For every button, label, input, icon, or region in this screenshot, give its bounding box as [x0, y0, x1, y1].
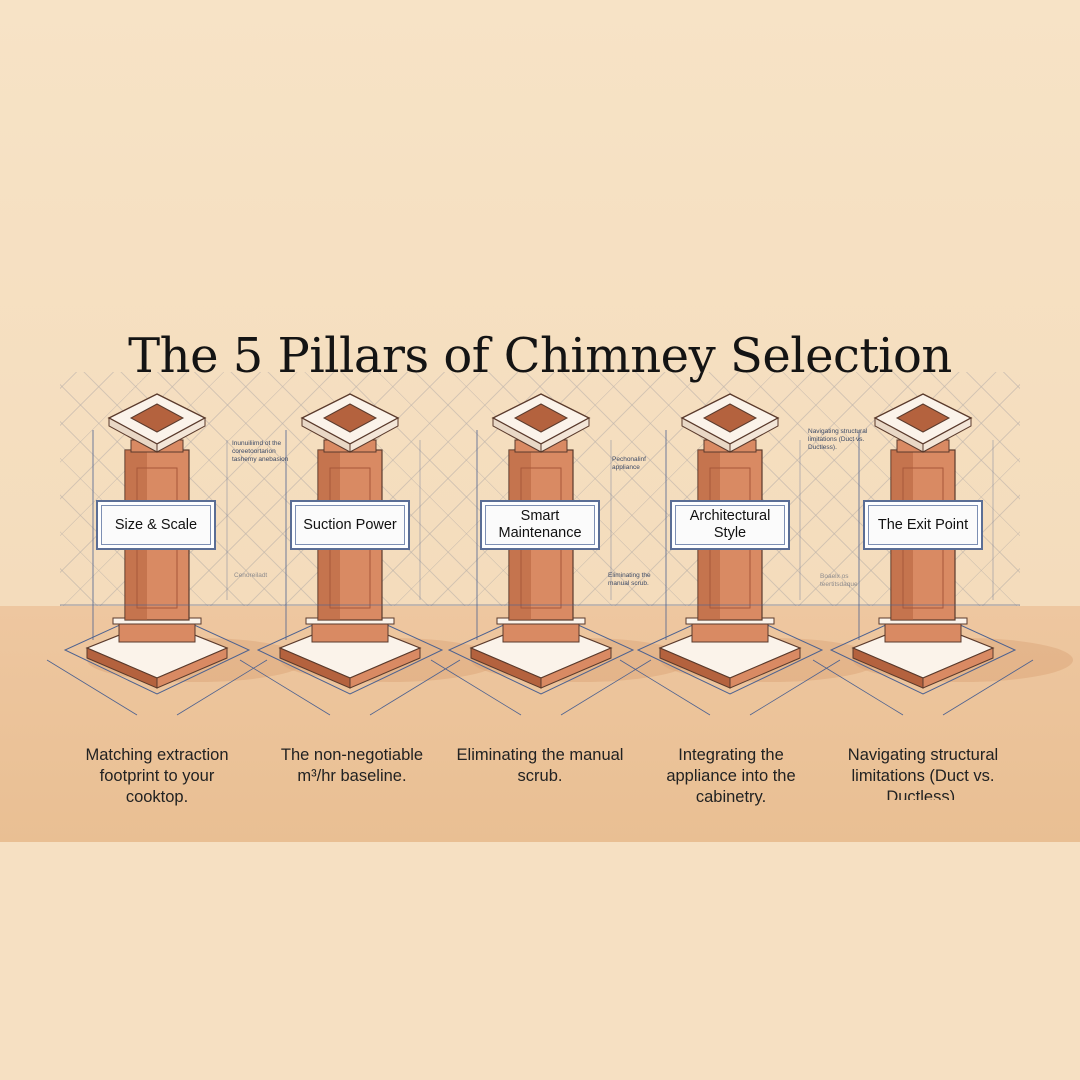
pillar-label-suction-power: Suction Power: [290, 500, 410, 550]
annotation-size-scale: Inunuiliimd ot the coreetoortarion tashe…: [232, 440, 289, 463]
base-step-suction-power: [311, 621, 389, 643]
dimension-line-right-suction-power: [369, 659, 461, 716]
chimney-flue-suction-power: [322, 403, 378, 433]
chimney-crown-right-architectural-style: [729, 417, 779, 453]
base-outline-smart-maintenance: [447, 607, 635, 695]
base-step-size-scale: [118, 621, 196, 643]
plinth-right-size-scale: [156, 647, 228, 689]
base-step-smart-maintenance: [502, 621, 580, 643]
dimension-line-left-architectural-style: [619, 659, 711, 716]
dimension-line-right-exit-point: [942, 659, 1034, 716]
plinth-right-suction-power: [349, 647, 421, 689]
annotation-size-scale-lower: Cenoreiladt: [234, 572, 268, 579]
chimney-crown-right-smart-maintenance: [540, 417, 590, 453]
annotation-smart-maintenance-lower: Eliminating the manual scrub.: [608, 572, 651, 587]
base-outline-architectural-style: [636, 607, 824, 695]
pillar-label-exit-point: The Exit Point: [863, 500, 983, 550]
pillar-label-smart-maintenance: Smart Maintenance: [480, 500, 600, 550]
caption-suction-power: The non-negotiable m³/hr baseline.: [280, 746, 424, 785]
chimney-flue-smart-maintenance: [513, 403, 569, 433]
base-outline-exit-point: [829, 607, 1017, 695]
base-outline-size-scale: [63, 607, 251, 695]
chimney-crown-right-exit-point: [922, 417, 972, 453]
dimension-line-right-size-scale: [176, 659, 268, 716]
chimney-flue-size-scale: [129, 403, 185, 433]
plinth-right-exit-point: [922, 647, 994, 689]
caption-architectural-style: Integrating the appliance into the cabin…: [666, 746, 796, 806]
dimension-line-left-smart-maintenance: [430, 659, 522, 716]
pillar-label-architectural-style: Architectural Style: [670, 500, 790, 550]
annotation-smart-maintenance: Pechonalinf appliance: [612, 456, 646, 471]
caption-exit-point: Navigating structural limitations (Duct …: [847, 746, 999, 800]
chimney-flue-architectural-style: [702, 403, 758, 433]
page-title: The 5 Pillars of Chimney Selection: [128, 328, 952, 385]
base-outline-suction-power: [256, 607, 444, 695]
chimney-crown-right-suction-power: [349, 417, 399, 453]
backdrop-bottom: [0, 842, 1080, 1080]
pillar-label-size-scale: Size & Scale: [96, 500, 216, 550]
base-step-architectural-style: [691, 621, 769, 643]
annotation-architectural-style: Navigating structural limitations (Duct …: [808, 428, 868, 451]
plinth-right-smart-maintenance: [540, 647, 612, 689]
dimension-line-right-smart-maintenance: [560, 659, 652, 716]
caption-size-scale: Matching extraction footprint to your co…: [85, 746, 229, 806]
dimension-line-right-architectural-style: [749, 659, 841, 716]
plinth-right-architectural-style: [729, 647, 801, 689]
base-step-exit-point: [884, 621, 962, 643]
chimney-crown-right-size-scale: [156, 417, 206, 453]
caption-smart-maintenance: Eliminating the manual scrub.: [456, 746, 624, 785]
annotation-exit-point: Boaelx os teertitsdaque: [820, 573, 858, 588]
dimension-line-left-exit-point: [812, 659, 904, 716]
chimney-flue-exit-point: [895, 403, 951, 433]
dimension-line-left-size-scale: [46, 659, 138, 716]
dimension-line-left-suction-power: [239, 659, 331, 716]
